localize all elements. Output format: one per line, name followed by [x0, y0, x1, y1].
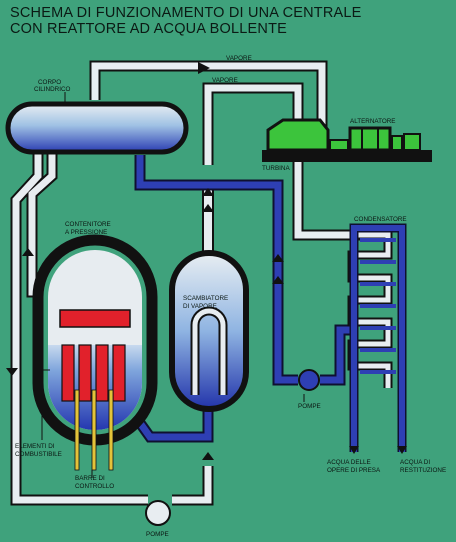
label-pompe-right: POMPE [298, 403, 321, 410]
label-acqua-rest-1: ACQUA DI [400, 459, 430, 466]
turbine-alternator [262, 118, 432, 162]
steam-drum [5, 101, 189, 155]
diagram-title-line1: SCHEMA DI FUNZIONAMENTO DI UNA CENTRALE [10, 5, 362, 21]
water-pipes [134, 155, 352, 443]
label-acqua-presa-1: ACQUA DELLE [327, 459, 371, 466]
label-acqua-rest-2: RESTITUZIONE [400, 467, 446, 474]
label-elementi-1: ELEMENTI DI [15, 443, 55, 450]
label-barre-2: CONTROLLO [75, 483, 114, 490]
label-contenitore-2: A PRESSIONE [65, 229, 107, 236]
label-corpo-1: CORPO [38, 79, 61, 86]
label-turbina: TURBINA [262, 165, 290, 172]
label-alternatore: ALTERNATORE [350, 118, 396, 125]
label-corpo-2: CILINDRICO [34, 86, 70, 93]
flow-arrows [6, 62, 407, 460]
steam-pipes [10, 60, 372, 506]
reactor-containment [32, 234, 158, 471]
label-scambiatore-2: DI VAPORE [183, 303, 217, 310]
pump-right [298, 369, 320, 391]
label-pompe-bottom: POMPE [146, 531, 169, 538]
label-condensatore: CONDENSATORE [354, 216, 407, 223]
label-vapore-top: VAPORE [226, 55, 252, 62]
label-elementi-2: COMBUSTIBILE [15, 451, 62, 458]
diagram-title-line2: CON REATTORE AD ACQUA BOLLENTE [10, 21, 288, 37]
label-vapore-mid: VAPORE [212, 77, 238, 84]
condenser [347, 223, 407, 452]
pump-bottom [145, 500, 171, 526]
label-scambiatore-1: SCAMBIATORE [183, 295, 228, 302]
label-barre-1: BARRE DI [75, 475, 105, 482]
label-acqua-presa-2: OPERE DI PRESA [327, 467, 381, 474]
leader-lines [41, 92, 305, 478]
steam-exchanger [169, 250, 249, 412]
label-contenitore-1: CONTENITORE [65, 221, 111, 228]
